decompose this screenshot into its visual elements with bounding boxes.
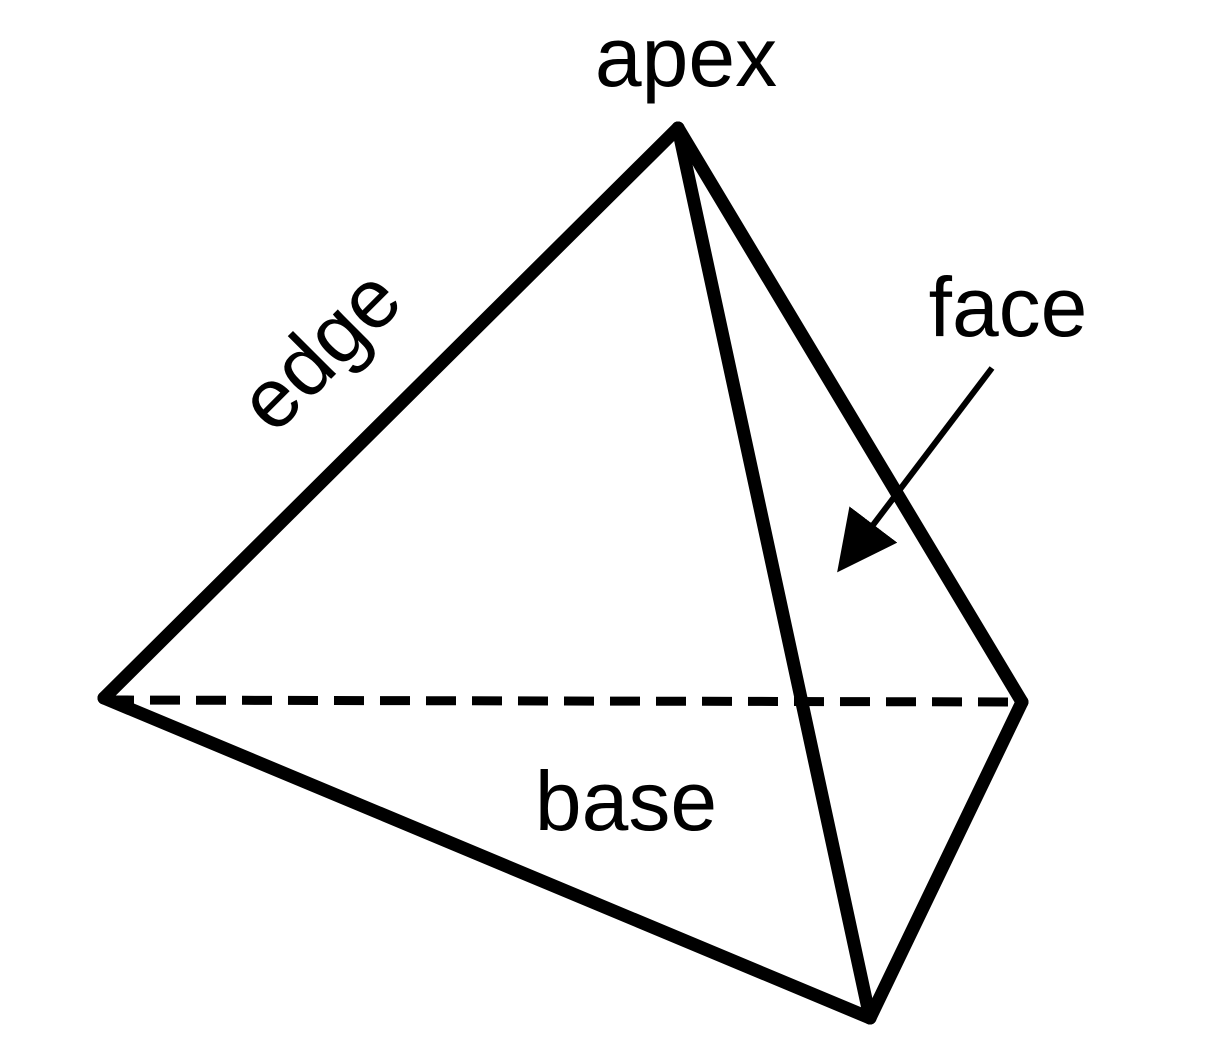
edge-base-front-right — [863, 695, 1029, 1025]
apex-label: apex — [595, 10, 777, 104]
face-arrow — [837, 366, 995, 573]
edge-hidden-back — [103, 695, 1023, 707]
edge-base-left-front — [97, 691, 877, 1025]
base-label: base — [535, 754, 717, 848]
edge-apex-to-front — [671, 121, 877, 1025]
edge-apex-to-right — [671, 121, 1029, 709]
edge-left — [97, 121, 685, 705]
face-label: face — [929, 260, 1088, 354]
